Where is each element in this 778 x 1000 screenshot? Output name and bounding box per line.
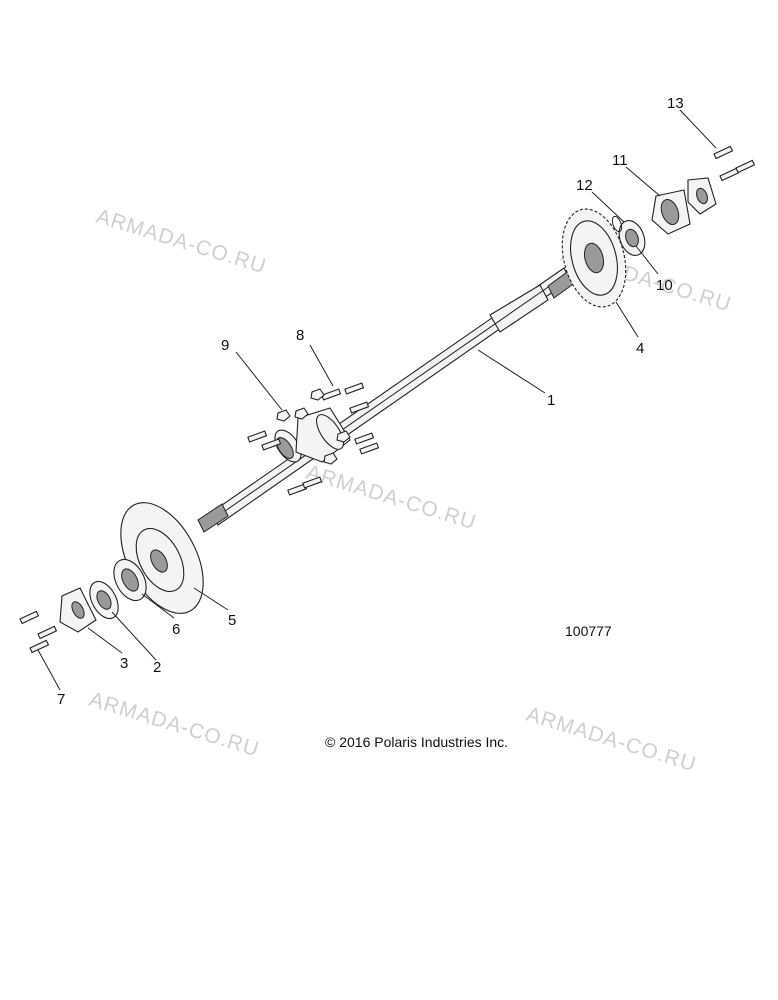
bearing-housing-right [651, 189, 691, 235]
callout-3: 3 [120, 655, 128, 672]
watermark-4: ARMADA-CO.RU [87, 688, 263, 762]
callout-10: 10 [656, 277, 673, 294]
brake-disc [120, 502, 204, 614]
callouts: 1 2 3 4 5 6 7 8 9 10 11 12 13 [57, 95, 684, 708]
flange-plate-right [687, 177, 717, 215]
hub-bolts [247, 382, 380, 496]
bolts-right [713, 145, 756, 182]
watermark-3: ARMADA-CO.RU [304, 461, 480, 535]
callout-2: 2 [153, 659, 161, 676]
callout-7: 7 [57, 691, 65, 708]
leader-lines [37, 109, 717, 691]
sprocket [561, 208, 627, 308]
bolts-left [19, 610, 58, 654]
callout-12: 12 [576, 177, 593, 194]
watermark-1: ARMADA-CO.RU [94, 205, 270, 279]
callout-1: 1 [547, 392, 555, 409]
callout-4: 4 [636, 340, 644, 357]
figure-number: 100777 [565, 623, 612, 639]
callout-13: 13 [667, 95, 684, 112]
callout-8: 8 [296, 327, 304, 344]
callout-9: 9 [221, 337, 229, 354]
axle-shaft [197, 267, 577, 533]
flange-plate-left [59, 587, 97, 633]
callout-5: 5 [228, 612, 236, 629]
watermark-5: ARMADA-CO.RU [524, 703, 700, 777]
bearing-right [611, 215, 646, 256]
callout-11: 11 [612, 152, 628, 169]
bearing-housing-left [113, 558, 147, 602]
copyright: © 2016 Polaris Industries Inc. [325, 734, 508, 750]
bearing-left [89, 580, 119, 620]
watermarks: ARMADA-CO.RU ARMADA-CO.RU ARMADA-CO.RU A… [87, 205, 735, 777]
callout-6: 6 [172, 621, 180, 638]
